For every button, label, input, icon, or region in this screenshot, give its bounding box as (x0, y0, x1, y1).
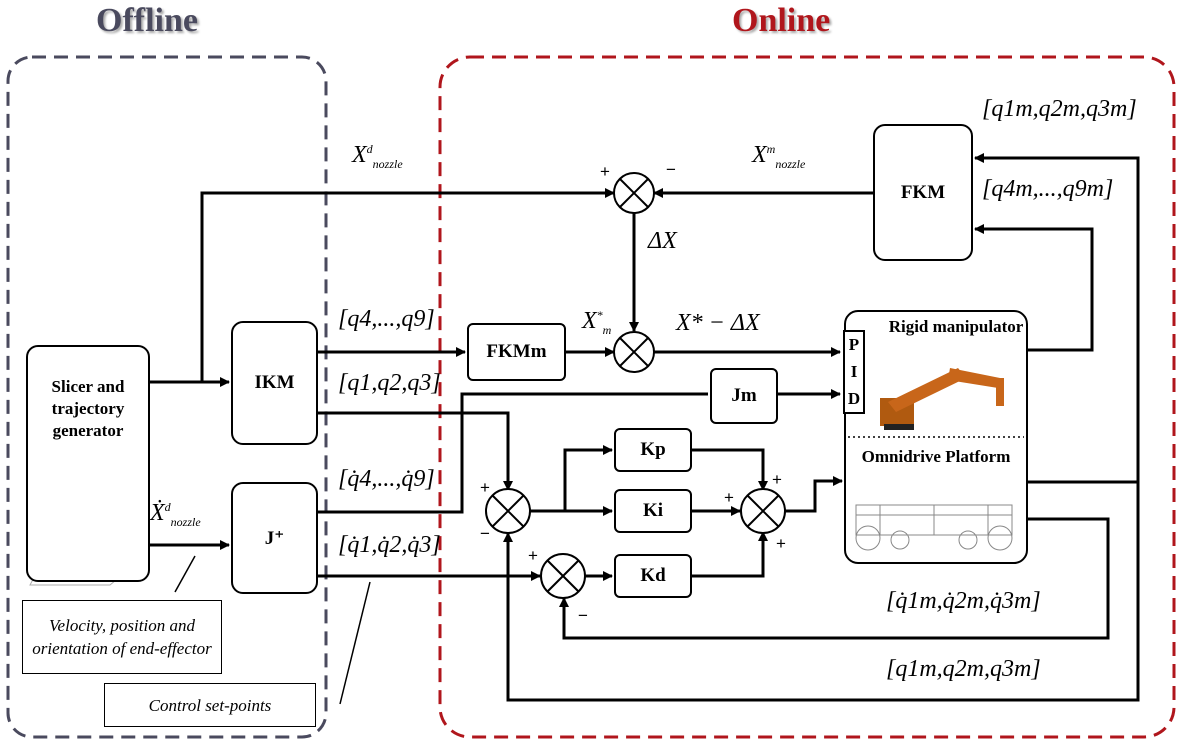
pid-p: P (848, 335, 860, 355)
plus-sign: + (600, 162, 610, 181)
x-nozzle-d-label: Xdnozzle (352, 142, 403, 171)
fkmm-block: FKMm (467, 323, 566, 381)
platform-block: Rigid manipulator Omnidrive Platform (844, 310, 1028, 564)
x-m-star-minus-delta-x-label: X* − ΔX (676, 310, 760, 336)
kd-block: Kd (614, 554, 692, 598)
minus-sign: − (480, 524, 490, 543)
delta-x-label: ΔX (648, 228, 677, 254)
sum-junction-velocity-error (540, 553, 586, 599)
jm-block: Jm (710, 368, 778, 424)
jm-label: Jm (731, 385, 757, 406)
pid-d: D (847, 388, 861, 408)
q4-q9-label: [q4,...,q9] (338, 306, 435, 332)
plus-sign: + (776, 534, 786, 553)
sum-junction-position-error (485, 488, 531, 534)
qdot4-qdot9-label: [q̇4,...,q̇9] (338, 466, 435, 492)
kd-label: Kd (640, 565, 666, 586)
velocity-note: Velocity, position and orientation of en… (22, 600, 222, 674)
ikm-block: IKM (231, 321, 318, 445)
offline-title: Offline (96, 2, 198, 39)
jplus-label: J⁺ (264, 527, 285, 549)
plus-sign: + (480, 478, 490, 497)
plus-sign: + (772, 470, 782, 489)
setpoints-note: Control set-points (104, 683, 316, 727)
robot-arm-image (880, 368, 1004, 430)
offline-frame (6, 55, 328, 739)
qm1-qm3-bottom-label: [q1m,q2m,q3m] (886, 656, 1041, 682)
online-frame (438, 55, 1176, 739)
x-m-star-label: X*m (582, 308, 612, 337)
pid-block: P I D (843, 330, 865, 414)
qm1-qm3-top-label: [q1m,q2m,q3m] (982, 96, 1137, 122)
slicer-block: Slicer and trajectory generator (26, 345, 150, 582)
omnidrive-platform-image (855, 504, 1013, 551)
fkmm-label: FKMm (486, 341, 547, 362)
qdot1-qdot3-label: [q̇1,q̇2,q̇3] (338, 532, 441, 558)
xdot-nozzle-d-label: Ẋdnozzle (150, 500, 201, 529)
online-title: Online (732, 2, 831, 39)
fkm-block: FKM (873, 124, 973, 261)
slicer-label: Slicer and trajectory generator (51, 376, 125, 440)
setpoints-note-text: Control set-points (148, 695, 272, 715)
rigid-manipulator-label: Rigid manipulator (888, 317, 1024, 336)
omnidrive-label: Omnidrive Platform (861, 447, 1011, 466)
minus-sign: − (666, 160, 676, 179)
pid-i: I (850, 361, 858, 381)
kp-label: Kp (640, 439, 666, 460)
ki-label: Ki (642, 500, 664, 521)
kp-block: Kp (614, 428, 692, 472)
sum-junction-model (613, 331, 655, 373)
sum-junction-pid-output (740, 488, 786, 534)
qdotm1-qdotm3-label: [q̇1m,q̇2m,q̇3m] (886, 588, 1041, 614)
jplus-block: J⁺ (231, 482, 318, 594)
fkm-label: FKM (900, 181, 946, 203)
ki-block: Ki (614, 489, 692, 533)
qm4-qm9-label: [q4m,...,q9m] (982, 176, 1114, 202)
x-nozzle-m-label: Xmnozzle (752, 142, 806, 171)
plus-sign: + (724, 488, 734, 507)
minus-sign: − (578, 606, 588, 625)
ikm-label: IKM (254, 372, 295, 393)
plus-sign: + (528, 546, 538, 565)
sum-junction-position (613, 172, 655, 214)
q1-q3-label: [q1,q2,q3] (338, 370, 441, 396)
velocity-note-text: Velocity, position and orientation of en… (32, 616, 212, 658)
